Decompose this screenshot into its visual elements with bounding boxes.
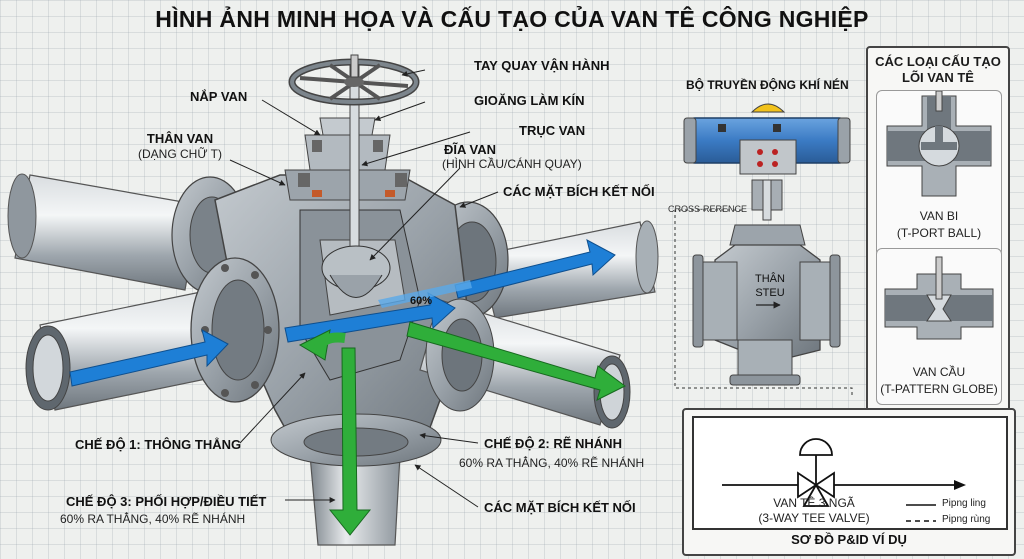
ball-caption-1: VAN BI <box>919 209 959 223</box>
pipe-left-upper <box>7 173 201 291</box>
label-body: THÂN VAN <box>146 131 214 146</box>
flow-arrow-straight <box>69 239 616 387</box>
pid-panel: VAN TÊ 3 NGÃ (3-WAY TEE VALVE) Pipng lin… <box>682 408 1016 556</box>
label-disc: ĐĨA VAN <box>444 142 496 157</box>
label-gasket: GIOĂNG LÀM KÍN <box>474 93 585 108</box>
handwheel[interactable] <box>288 54 420 106</box>
actuator-body-text-1: THÂN <box>755 272 785 285</box>
t-pattern-globe-diagram <box>884 256 994 340</box>
label-body-sub: (DẠNG CHỮ T) <box>137 147 223 161</box>
bonnet <box>284 117 411 201</box>
label-flange-bottom: CÁC MẶT BÍCH KẾT NỐI <box>484 500 636 515</box>
cross-reference-line <box>674 209 853 395</box>
page-title: HÌNH ẢNH MINH HỌA VÀ CẤU TẠO CỦA VAN TÊ … <box>155 6 869 32</box>
flange-front-left <box>190 257 280 403</box>
flow-percent: 60% <box>410 295 432 307</box>
card-t-pattern-globe: VAN CẦU (T-PATTERN GLOBE) <box>876 248 1002 405</box>
label-handwheel: TAY QUAY VẬN HÀNH <box>474 58 610 73</box>
types-panel-title-2: LÕI VAN TÊ <box>902 70 974 85</box>
pid-caption: SƠ ĐỒ P&ID VÍ DỤ <box>791 532 907 547</box>
label-stem: TRỤC VAN <box>519 123 586 138</box>
actuator-valve <box>692 179 841 386</box>
ball-caption-2: (T-PORT BALL) <box>896 226 982 240</box>
label-flange-top: CÁC MẶT BÍCH KẾT NỐI <box>503 184 655 199</box>
label-bonnet: NẮP VAN <box>190 89 248 104</box>
valve-stem <box>349 64 360 266</box>
card-t-port-ball: VAN BI (T-PORT BALL) <box>876 90 1002 257</box>
globe-caption-2: (T-PATTERN GLOBE) <box>880 382 998 396</box>
pid-valve-label-1: VAN TÊ 3 NGÃ <box>773 496 855 510</box>
valve-types-panel: CÁC LOẠI CẤU TẠO LÕI VAN TÊ VAN BI (T-PO… <box>866 46 1010 412</box>
label-mode1: CHẾ ĐỘ 1: THÔNG THẲNG <box>75 437 242 452</box>
label-mode2: CHẾ ĐỘ 2: RẼ NHÁNH <box>484 436 622 451</box>
globe-caption-1: VAN CẦU <box>912 365 966 379</box>
pid-legend-solid: Pipng ling <box>942 498 986 509</box>
actuator-body-text-2: STEU <box>755 287 784 299</box>
flow-arrow-branch <box>298 321 626 536</box>
pid-legend-dashed: Pipng rùng <box>942 514 991 525</box>
pid-diagram <box>722 438 966 522</box>
cross-reference-label: CROSS-RERENCE <box>668 204 748 214</box>
t-port-ball-diagram <box>886 91 992 197</box>
label-mode3: CHẾ ĐỘ 3: PHỐI HỢP/ĐIỀU TIẾT <box>66 494 267 509</box>
actuator-title: BỘ TRUYỀN ĐỘNG KHÍ NÉN <box>686 78 849 92</box>
label-mode3-sub: 60% RA THẲNG, 40% RẼ NHÁNH <box>60 512 246 526</box>
pid-valve-label-2: (3-WAY TEE VALVE) <box>758 511 870 525</box>
types-panel-title-1: CÁC LOẠI CẤU TẠO <box>875 54 1001 69</box>
pid-inner-box <box>692 416 1008 530</box>
pneumatic-actuator <box>683 103 851 175</box>
label-mode2-sub: 60% RA THẲNG, 40% RẼ NHÁNH <box>459 456 645 470</box>
label-disc-sub: (HÌNH CẦU/CÁNH QUAY) <box>442 157 582 171</box>
